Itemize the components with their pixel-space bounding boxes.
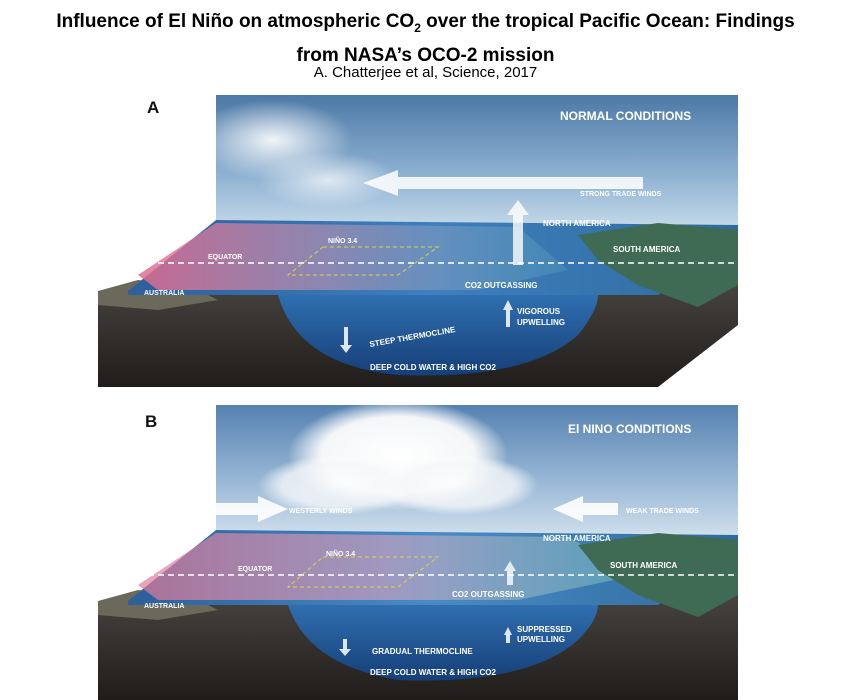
- label-australia: AUSTRALIA: [144, 290, 184, 297]
- label-deep-water: DEEP COLD WATER & HIGH CO2: [370, 668, 496, 677]
- title-subscript: 2: [414, 21, 421, 35]
- title-line2: from NASA’s OCO-2 mission: [297, 45, 555, 66]
- label-weak-trade-winds: WEAK TRADE WINDS: [626, 508, 699, 515]
- citation: A. Chatterjee et al, Science, 2017: [0, 64, 851, 81]
- label-south-america: SOUTH AMERICA: [613, 245, 680, 254]
- label-nino: NIÑO 3.4: [326, 549, 355, 558]
- label-westerly-winds: WESTERLY WINDS: [289, 508, 353, 515]
- title-line1: Influence of El Niño on atmospheric CO: [56, 11, 414, 32]
- label-upwelling-2: UPWELLING: [517, 635, 565, 644]
- label-deep-water: DEEP COLD WATER & HIGH CO2: [370, 363, 496, 372]
- label-equator: EQUATOR: [238, 566, 272, 573]
- label-trade-winds: STRONG TRADE WINDS: [580, 191, 662, 198]
- label-nino: NIÑO 3.4: [328, 236, 357, 245]
- label-outgassing: CO2 OUTGASSING: [465, 281, 537, 290]
- warm-pool: [138, 533, 638, 600]
- label-north-america: NORTH AMERICA: [543, 534, 611, 543]
- cloud: [378, 455, 538, 515]
- label-north-america: NORTH AMERICA: [543, 219, 611, 228]
- panel-el-nino-conditions: El NINO CONDITIONS WESTERLY WINDS WEAK T…: [98, 405, 738, 700]
- label-equator: EQUATOR: [208, 254, 242, 261]
- figure-title: Influence of El Niño on atmospheric CO2 …: [0, 8, 851, 70]
- label-thermocline: GRADUAL THERMOCLINE: [372, 647, 473, 656]
- title-line1-end: over the tropical Pacific Ocean: Finding…: [421, 11, 795, 32]
- label-outgassing: CO2 OUTGASSING: [452, 590, 524, 599]
- label-south-america: SOUTH AMERICA: [610, 561, 677, 570]
- label-australia: AUSTRALIA: [144, 603, 184, 610]
- panel-b-illustration: El NINO CONDITIONS WESTERLY WINDS WEAK T…: [98, 405, 738, 700]
- label-upwelling-2: UPWELLING: [517, 318, 565, 327]
- panel-a-illustration: NORMAL CONDITIONS STRONG TRADE WINDS NOR…: [98, 95, 738, 390]
- panel-normal-conditions: NORMAL CONDITIONS STRONG TRADE WINDS NOR…: [98, 95, 738, 390]
- label-upwelling-1: VIGOROUS: [517, 307, 561, 316]
- label-upwelling-1: SUPPRESSED: [517, 625, 572, 634]
- heading-el-nino: El NINO CONDITIONS: [568, 422, 691, 436]
- warm-pool: [138, 223, 568, 290]
- heading-normal: NORMAL CONDITIONS: [560, 109, 691, 123]
